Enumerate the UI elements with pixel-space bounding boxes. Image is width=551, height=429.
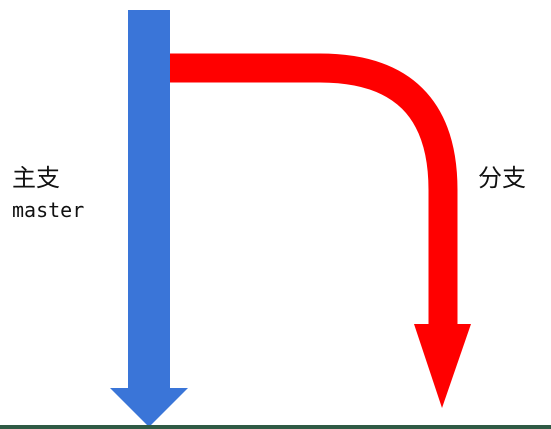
branch-arrow-path (170, 53, 458, 326)
bottom-edge-line (0, 425, 551, 429)
main-branch-label-chinese: 主支 (12, 164, 60, 192)
main-branch-shaft (128, 10, 170, 390)
main-branch-arrow (110, 10, 188, 427)
main-branch-label-english: master (12, 198, 85, 222)
side-branch-label-chinese: 分支 (478, 164, 526, 192)
branch-arrow (170, 53, 471, 408)
main-branch-arrowhead (110, 388, 188, 427)
branch-arrowhead (414, 324, 471, 408)
